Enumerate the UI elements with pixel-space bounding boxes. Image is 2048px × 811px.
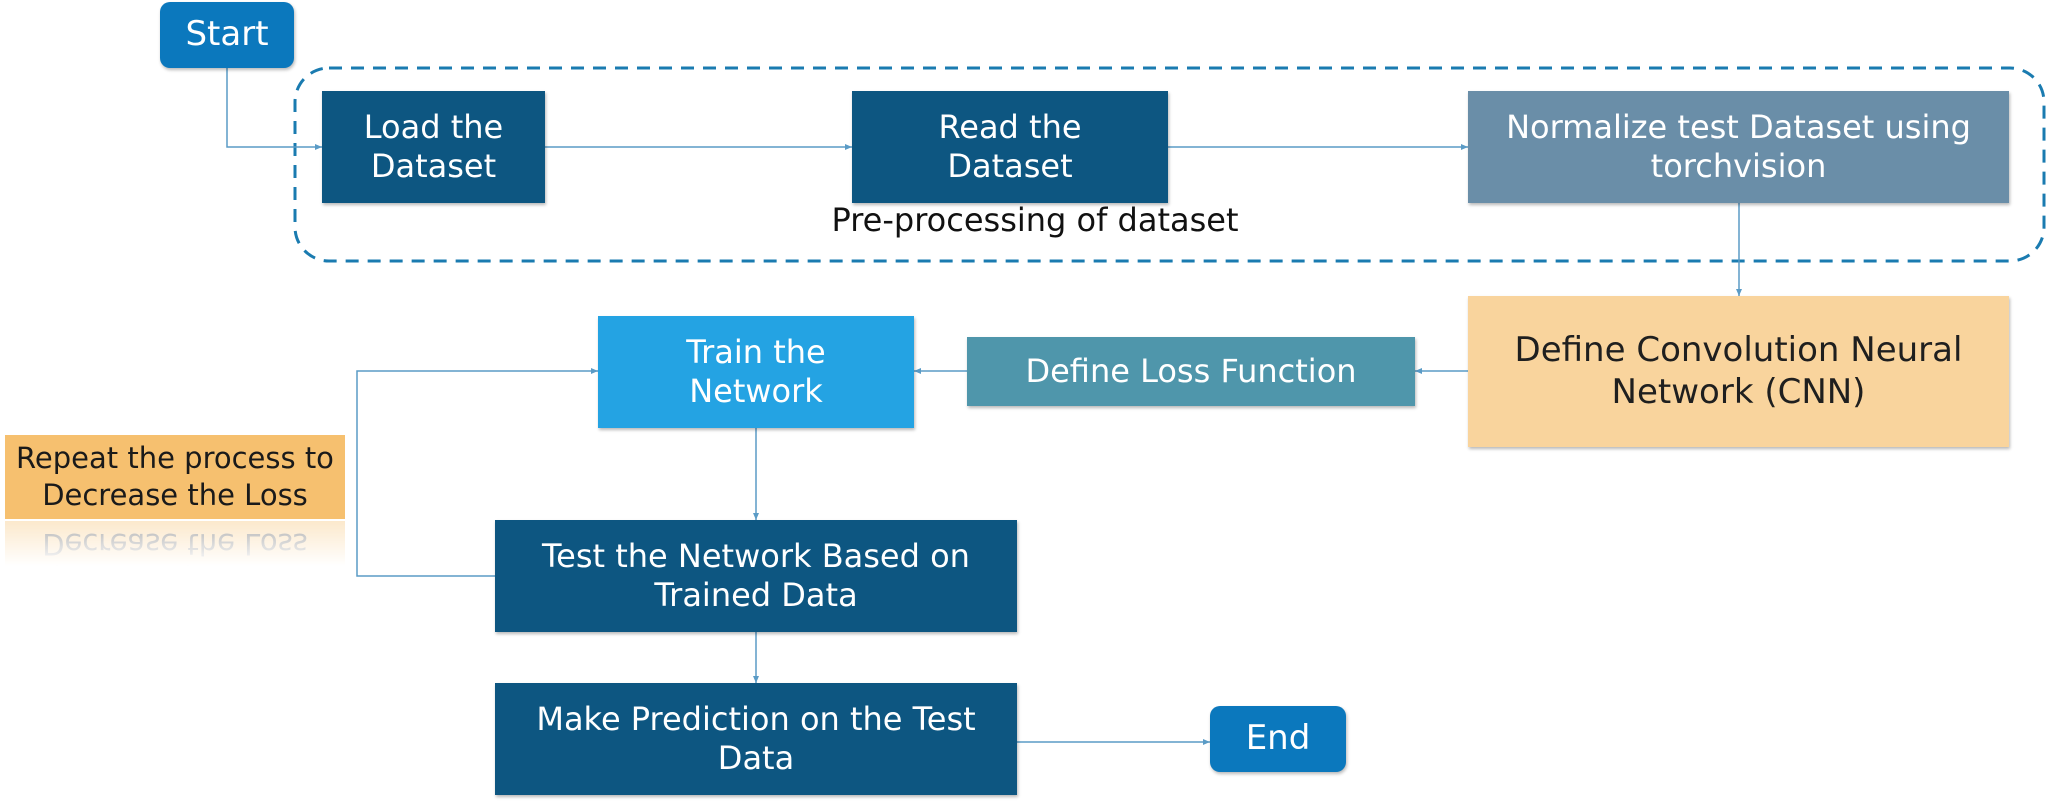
- end-node: End: [1210, 706, 1346, 772]
- arrow-test-loop-to-train: [356, 368, 598, 577]
- define-cnn-node: Define Convolution Neural Network (CNN): [1468, 296, 2009, 447]
- train-network-node: Train the Network: [598, 316, 914, 428]
- define-loss-node: Define Loss Function: [967, 337, 1415, 406]
- test-network-node: Test the Network Based on Trained Data: [495, 520, 1017, 632]
- load-dataset-node: Load the Dataset: [322, 91, 545, 203]
- arrow-start-to-load: [226, 68, 322, 150]
- start-node: Start: [160, 2, 294, 68]
- make-prediction-node: Make Prediction on the Test Data: [495, 683, 1017, 795]
- read-dataset-node: Read the Dataset: [852, 91, 1168, 203]
- repeat-process-note: Repeat the process to Decrease the Loss: [5, 435, 345, 519]
- preprocessing-group-label: Pre-processing of dataset: [831, 201, 1239, 239]
- normalize-dataset-node: Normalize test Dataset using torchvision: [1468, 91, 2009, 203]
- preprocessing-group-border: [293, 66, 2046, 263]
